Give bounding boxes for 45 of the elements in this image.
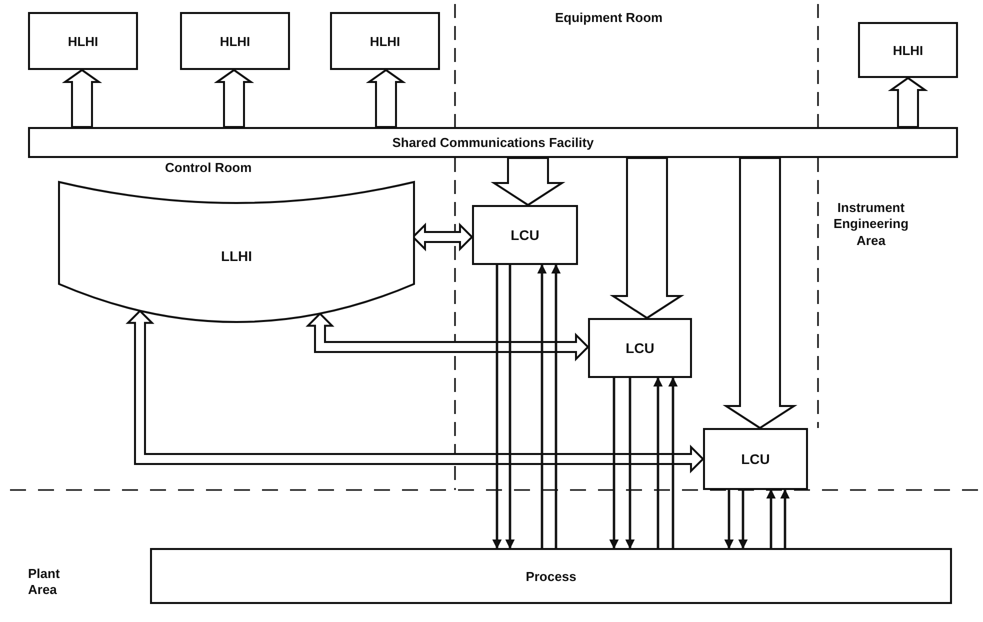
node-text: HLHI	[370, 34, 400, 48]
node-text: LCU	[741, 451, 770, 467]
node-text: HLHI	[220, 34, 250, 48]
signal-arrow	[780, 489, 790, 548]
hollow-arrow	[306, 312, 590, 362]
process-box	[180, 12, 290, 70]
node-text: LLHI	[220, 247, 252, 264]
hollow-arrow	[366, 68, 406, 128]
signal-arrow	[738, 490, 748, 549]
area-label: Instrument Engineering Area	[832, 200, 910, 249]
signal-arrow	[551, 264, 561, 548]
process-box	[150, 548, 952, 604]
communications-bus	[28, 127, 958, 158]
area-label: Plant Area	[28, 566, 61, 598]
signal-arrow	[505, 265, 515, 549]
signal-arrow	[724, 490, 734, 549]
process-box	[330, 12, 440, 70]
curved-console	[58, 180, 415, 322]
area-label: Equipment Room	[555, 10, 663, 26]
process-box	[28, 12, 138, 70]
signal-arrow	[766, 489, 776, 548]
hollow-arrow	[722, 157, 798, 430]
node-text: Shared Communications Facility	[392, 135, 594, 150]
process-box	[588, 318, 692, 378]
hollow-arrow	[214, 68, 254, 128]
node-text: HLHI	[68, 34, 98, 48]
area-label: Control Room	[165, 160, 252, 176]
process-box	[858, 22, 958, 78]
node-text: HLHI	[892, 42, 924, 58]
signal-arrow	[668, 377, 678, 548]
signal-arrow	[625, 378, 635, 549]
signal-arrow	[537, 264, 547, 548]
process-box	[472, 205, 578, 265]
hollow-arrow	[610, 157, 684, 320]
signal-arrow	[609, 378, 619, 549]
hollow-arrow	[490, 157, 566, 206]
hollow-arrow	[126, 309, 704, 474]
node-text: Process	[526, 568, 576, 584]
node-text: LCU	[510, 227, 540, 243]
signal-arrow	[653, 377, 663, 548]
process-box	[703, 428, 808, 490]
hollow-arrow	[62, 68, 102, 128]
node-text: LCU	[626, 340, 654, 356]
hollow-arrow	[888, 76, 928, 128]
signal-arrow	[492, 265, 502, 549]
